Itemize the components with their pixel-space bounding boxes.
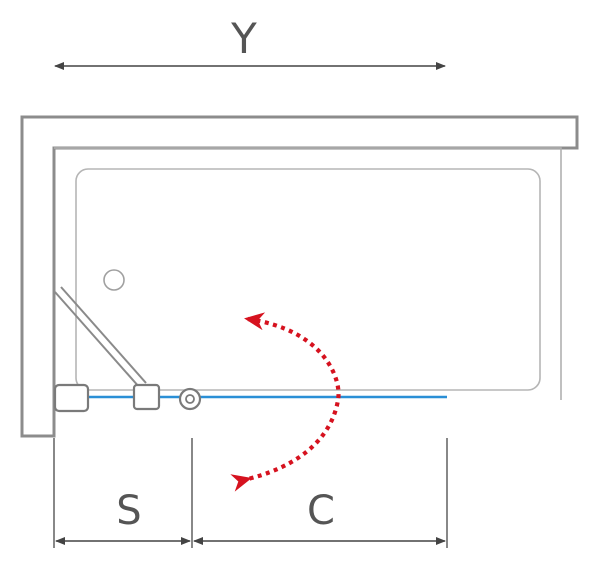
hinge-connector xyxy=(132,383,161,411)
swing-direction-arrow xyxy=(230,312,341,492)
folding-panel xyxy=(54,286,147,389)
overall-width-label: Y xyxy=(230,14,257,63)
bathtub-outer-rim xyxy=(54,147,562,400)
fixed-panel-width-label: S xyxy=(116,488,141,534)
drain-icon xyxy=(103,269,125,291)
pivot-knob-icon xyxy=(178,387,202,411)
wall-profile xyxy=(53,383,90,413)
bathtub-basin xyxy=(75,168,541,391)
door-width-label: C xyxy=(307,488,335,534)
